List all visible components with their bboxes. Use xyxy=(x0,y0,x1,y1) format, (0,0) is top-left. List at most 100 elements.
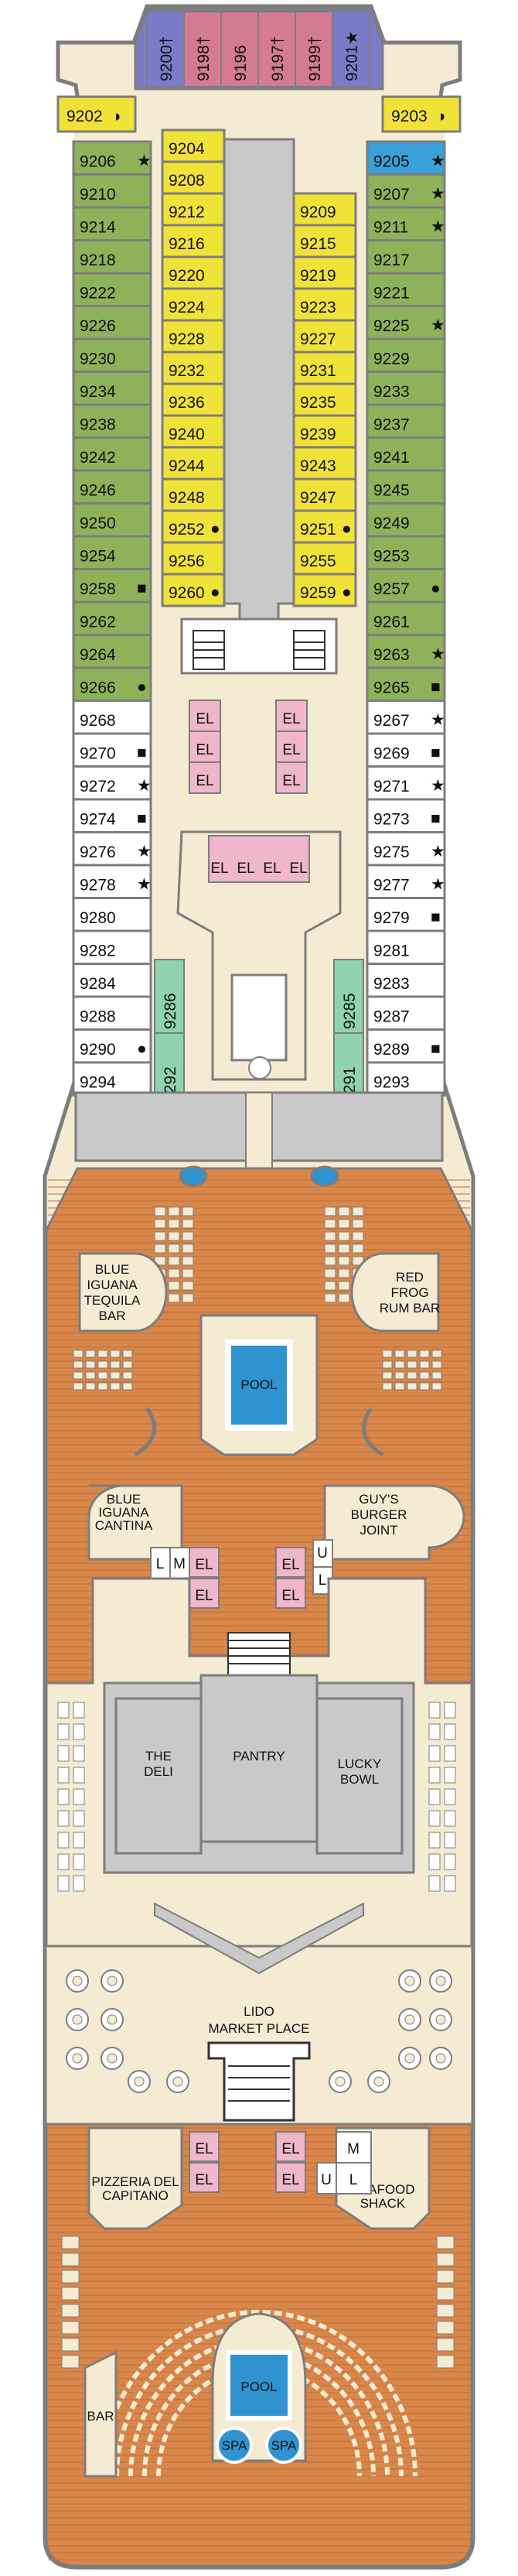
cabin-9279[interactable] xyxy=(366,897,446,932)
guys-burger-joint[interactable] xyxy=(323,1484,465,1561)
cabin-9257[interactable] xyxy=(366,568,446,604)
cabin-9278[interactable] xyxy=(72,864,152,899)
cabin-9293[interactable] xyxy=(366,1061,446,1096)
cabin-9226[interactable] xyxy=(72,305,152,340)
restroom-m-aft: M xyxy=(347,2141,360,2157)
elevator[interactable] xyxy=(189,1578,220,1609)
blue-iguana-tequila-bar[interactable] xyxy=(78,1252,168,1332)
suite-9200[interactable] xyxy=(146,11,185,87)
cabin-9285[interactable]: 9285 xyxy=(341,993,359,1029)
pantry[interactable] xyxy=(199,1674,319,1843)
cabin-9273[interactable] xyxy=(366,798,446,833)
cabin-9274[interactable] xyxy=(72,798,152,833)
cabin-9275[interactable] xyxy=(366,831,446,867)
cabin-9231[interactable] xyxy=(292,351,357,385)
cabin-9230[interactable] xyxy=(72,337,152,373)
cabin-9224[interactable] xyxy=(161,287,226,322)
cabin-9236[interactable] xyxy=(161,382,226,417)
cabin-9208[interactable] xyxy=(161,160,226,195)
cabin-9255[interactable] xyxy=(292,541,357,576)
elevator[interactable] xyxy=(189,700,221,732)
cabin-9245[interactable] xyxy=(366,469,446,505)
cabin-9237[interactable] xyxy=(366,403,446,439)
pool-aft[interactable] xyxy=(226,2350,292,2420)
elevator[interactable] xyxy=(275,730,308,763)
cabin-9294[interactable] xyxy=(72,1061,152,1096)
suite-9196[interactable] xyxy=(220,11,259,87)
cabin-9211[interactable] xyxy=(366,206,446,241)
cabin-9256[interactable] xyxy=(161,541,226,576)
suite-9197[interactable] xyxy=(257,11,296,87)
red-frog-rum-bar[interactable] xyxy=(350,1252,440,1332)
cabin-9281[interactable] xyxy=(366,929,446,965)
elevator[interactable] xyxy=(275,2131,306,2162)
cabin-9219[interactable] xyxy=(292,255,357,290)
cabin-9261[interactable] xyxy=(366,600,446,636)
cabin-9276[interactable] xyxy=(72,831,152,867)
elevator[interactable] xyxy=(275,1578,306,1609)
cabin-9241[interactable] xyxy=(366,436,446,472)
cabin-9225[interactable] xyxy=(366,305,446,340)
cabin-9243[interactable] xyxy=(292,446,357,481)
deck-chair xyxy=(61,2304,80,2318)
spa-right[interactable] xyxy=(265,2427,302,2464)
cabin-9210[interactable] xyxy=(72,173,152,209)
cabin-9207[interactable] xyxy=(366,173,446,209)
elevator[interactable] xyxy=(275,1547,306,1578)
cabin-9263[interactable] xyxy=(366,634,446,669)
cabin-9242[interactable] xyxy=(72,436,152,472)
cabin-9289[interactable] xyxy=(366,1028,446,1064)
cabin-9260[interactable] xyxy=(161,573,226,607)
cabin-9277[interactable] xyxy=(366,864,446,899)
restrooms-aft xyxy=(316,2131,372,2195)
cabin-9283[interactable] xyxy=(366,963,446,998)
cabin-label-9235: 9235 xyxy=(300,394,336,412)
cabin-9284[interactable] xyxy=(72,963,152,998)
cabin-9270[interactable] xyxy=(72,732,152,768)
cabin-9209[interactable] xyxy=(292,192,357,227)
curved-seating-left xyxy=(134,1407,156,1457)
cabin-9228[interactable] xyxy=(161,319,226,354)
cabin-9287[interactable] xyxy=(366,995,446,1031)
lounge-chair xyxy=(338,1206,350,1216)
pizzeria-del-capitano[interactable] xyxy=(87,2126,183,2230)
cabin-label-9287: 9287 xyxy=(373,1008,410,1026)
cabin-9282[interactable] xyxy=(72,929,152,965)
spa-left[interactable] xyxy=(216,2427,253,2464)
cabin-symbol-9211: ★ xyxy=(431,218,445,236)
cabin-9205[interactable] xyxy=(366,140,446,176)
lounge-chair xyxy=(168,1293,180,1303)
elevator[interactable] xyxy=(275,761,308,794)
cabin-9222[interactable] xyxy=(72,272,152,307)
cabin-9214[interactable] xyxy=(72,206,152,241)
cabin-9262[interactable] xyxy=(72,600,152,636)
elevator[interactable] xyxy=(189,761,221,794)
suite-9201[interactable] xyxy=(332,11,370,87)
cabin-9232[interactable] xyxy=(161,351,226,385)
elevator[interactable] xyxy=(189,2162,220,2193)
aft-bar[interactable] xyxy=(83,2350,118,2478)
suite-9199[interactable] xyxy=(295,11,333,87)
cabin-label-9227: 9227 xyxy=(300,330,336,348)
cabin-9267[interactable] xyxy=(366,700,446,735)
lounge-chair xyxy=(419,1382,430,1391)
cabin-9239[interactable] xyxy=(292,414,357,449)
cabin-9246[interactable] xyxy=(72,469,152,505)
blue-iguana-cantina[interactable] xyxy=(87,1484,183,1561)
cabin-9233[interactable] xyxy=(366,371,446,406)
elevator[interactable] xyxy=(275,2162,306,2193)
the-deli[interactable] xyxy=(114,1697,203,1855)
elevator[interactable] xyxy=(189,1547,220,1578)
suite-9198[interactable] xyxy=(183,11,222,87)
cabin-9234[interactable] xyxy=(72,371,152,406)
pool-forward[interactable] xyxy=(225,1339,293,1431)
wing-cabin-left[interactable] xyxy=(56,95,137,133)
cabin-label-9258: 9258 xyxy=(80,580,116,598)
elevator[interactable] xyxy=(189,2131,220,2162)
cabin-9286[interactable]: 9286 xyxy=(162,993,179,1029)
cabin-9254[interactable] xyxy=(72,535,152,570)
lucky-bowl[interactable] xyxy=(315,1697,404,1855)
cabin-9264[interactable] xyxy=(72,634,152,669)
wing-cabin-right[interactable] xyxy=(381,95,462,133)
